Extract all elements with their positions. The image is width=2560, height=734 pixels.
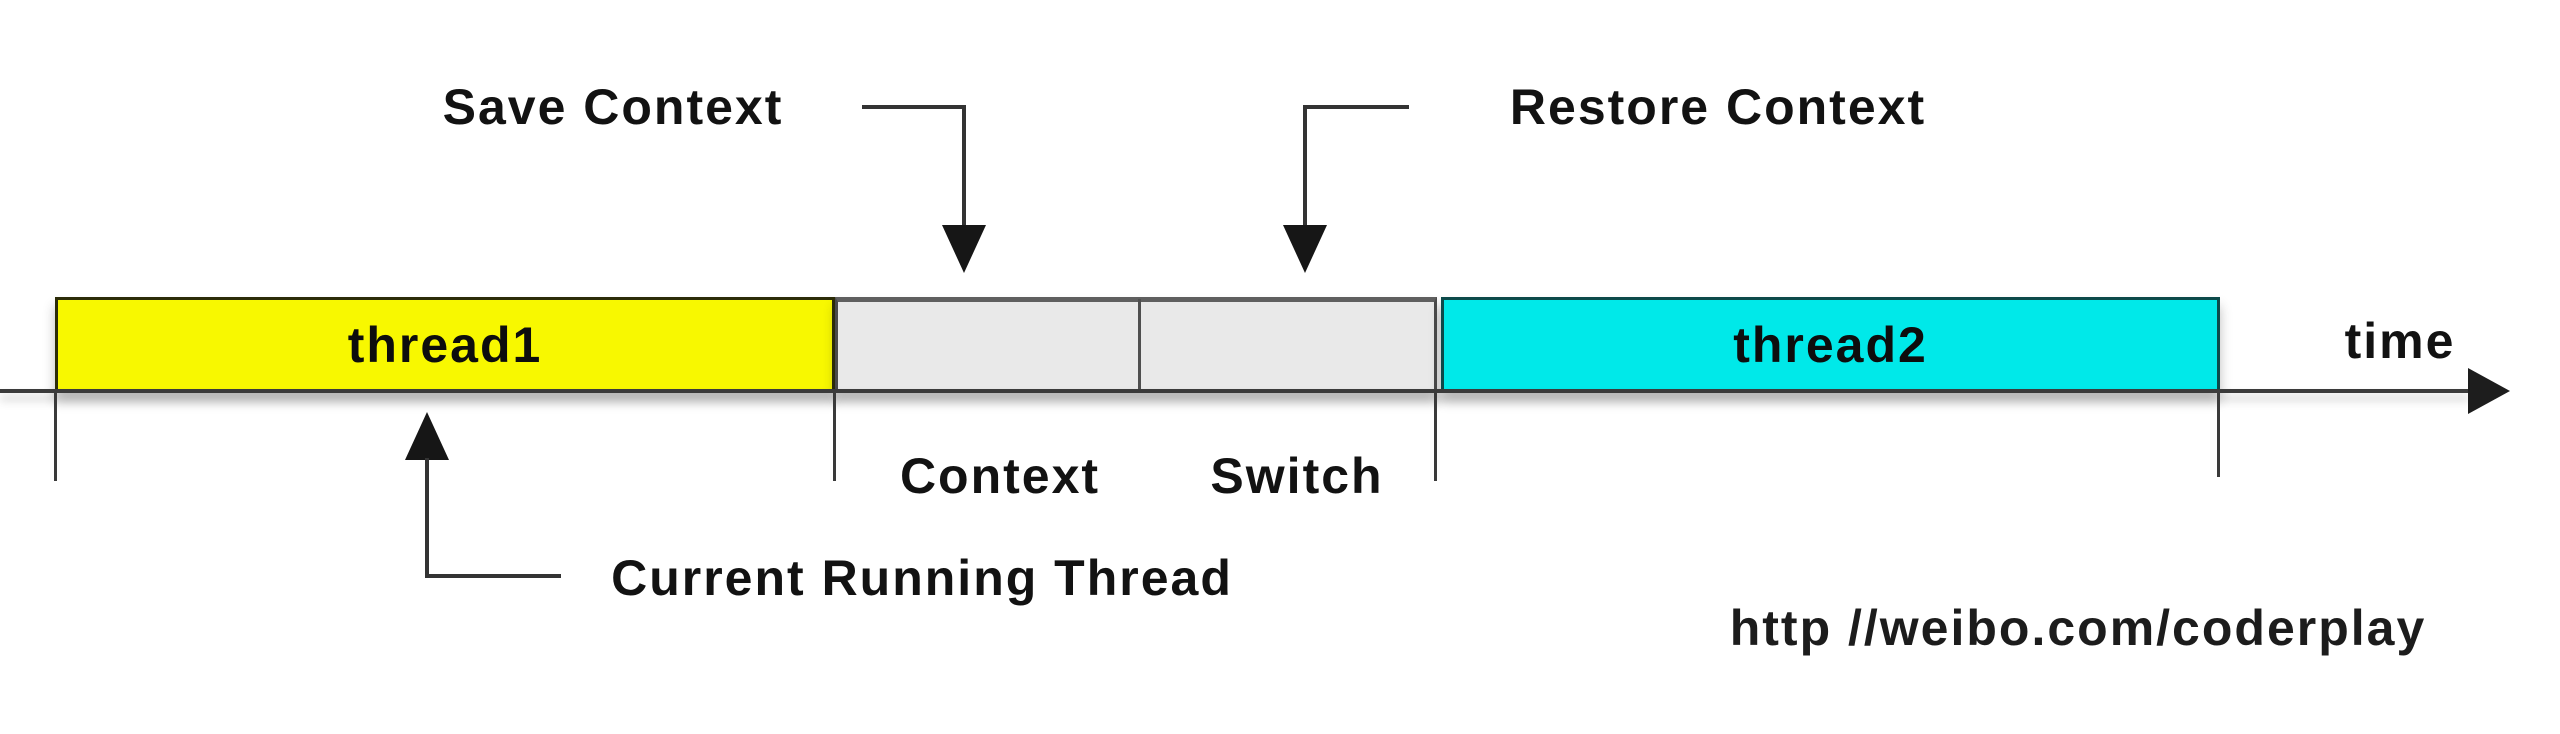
context-switch-caption-word2: Switch [1210,448,1384,504]
time-axis-label: time [2344,313,2456,369]
restore-context-label: Restore Context [1509,79,1927,135]
current-thread-connector-horizontal [425,574,561,578]
restore-context-connector-vertical [1303,105,1307,227]
restore-context-arrow-down-icon [1283,225,1327,273]
time-axis-arrow-icon [2468,368,2510,414]
thread1-bar: thread1 [55,297,835,392]
time-axis-line [0,389,2470,393]
tick-thread1-start [54,393,57,481]
save-context-arrow-down-icon [942,225,986,273]
current-thread-arrow-up-icon [405,412,449,460]
current-thread-connector-vertical [425,458,429,578]
context-switch-divider [1138,299,1141,390]
tick-context-switch-start [833,393,836,481]
context-switch-caption-word1: Context [899,448,1101,504]
watermark-label: http //weibo.com/coderplay [1729,600,2427,656]
save-context-connector-horizontal [862,105,966,109]
thread2-label: thread2 [1733,316,1928,373]
save-context-label: Save Context [442,79,784,135]
tick-context-switch-end [1434,393,1437,481]
thread2-bar: thread2 [1441,297,2220,392]
current-running-thread-label: Current Running Thread [611,550,1233,606]
thread1-label: thread1 [347,316,543,373]
restore-context-connector-horizontal [1303,105,1409,109]
tick-thread2-end [2217,393,2220,477]
save-context-connector-vertical [962,105,966,227]
context-switch-block [835,297,1437,392]
